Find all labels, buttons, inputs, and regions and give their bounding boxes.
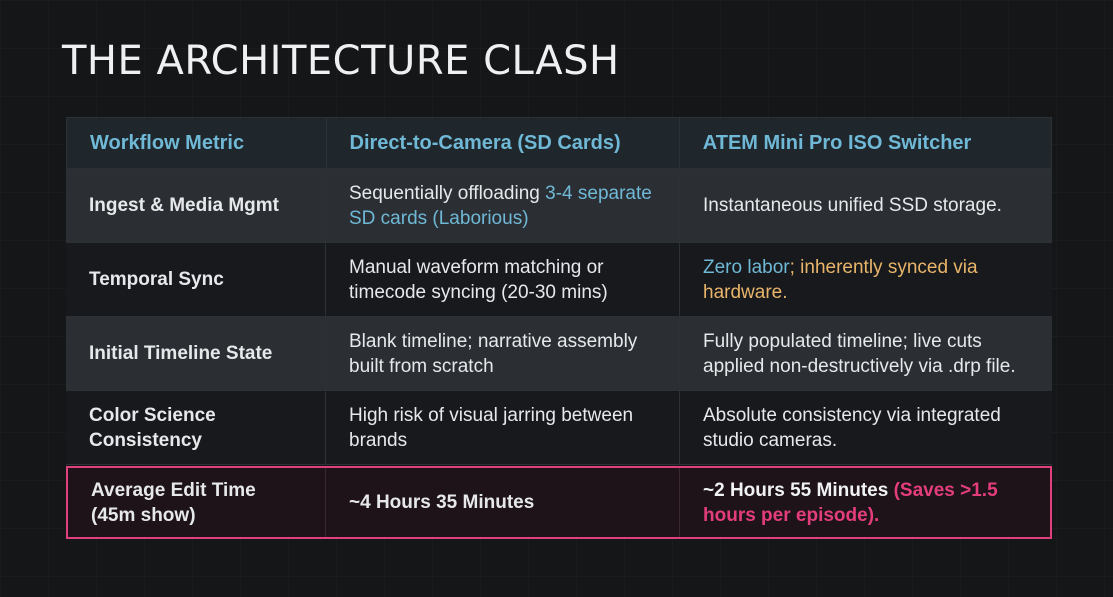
header-atem-switcher: ATEM Mini Pro ISO Switcher: [678, 118, 1051, 168]
metric-cell: Temporal Sync: [89, 269, 224, 290]
metric-cell: Color Science Consistency: [89, 404, 216, 451]
atem-cell: Absolute consistency via integrated stud…: [679, 391, 1052, 464]
page-title: THE ARCHITECTURE CLASH: [62, 38, 620, 84]
highlighted-table-row: Average Edit Time (45m show) ~4 Hours 35…: [66, 466, 1052, 539]
metric-cell: Average Edit Time (45m show): [91, 479, 256, 526]
metric-cell: Initial Timeline State: [89, 343, 273, 364]
atem-text: ; inherently synced via hardware.: [703, 256, 978, 303]
table-row: Temporal Sync Manual waveform matching o…: [66, 243, 1052, 317]
atem-text: ~2 Hours 55 Minutes: [703, 479, 894, 501]
direct-text-highlight: 3-4 separate SD cards (Laborious): [349, 182, 652, 229]
metric-cell: Ingest & Media Mgmt: [89, 195, 280, 216]
direct-cell: High risk of visual jarring between bran…: [325, 391, 679, 464]
comparison-table: Workflow Metric Direct-to-Camera (SD Car…: [66, 117, 1052, 539]
direct-cell: Sequentially offloading 3-4 separate SD …: [325, 169, 679, 242]
header-direct-to-camera: Direct-to-Camera (SD Cards): [325, 118, 679, 168]
table-row: Ingest & Media Mgmt Sequentially offload…: [66, 169, 1052, 243]
table-row: Color Science Consistency High risk of v…: [66, 391, 1052, 465]
direct-cell: ~4 Hours 35 Minutes: [325, 468, 679, 537]
direct-cell: Manual waveform matching or timecode syn…: [325, 243, 679, 316]
direct-cell: Blank timeline; narrative assembly built…: [325, 317, 679, 390]
atem-cell: Instantaneous unified SSD storage.: [679, 169, 1052, 242]
direct-text: Sequentially offloading: [349, 182, 546, 204]
table-header-row: Workflow Metric Direct-to-Camera (SD Car…: [66, 117, 1052, 169]
atem-cell: Fully populated timeline; live cuts appl…: [679, 317, 1052, 390]
table-row: Initial Timeline State Blank timeline; n…: [66, 317, 1052, 391]
atem-text-highlight: Zero labor: [703, 256, 790, 278]
header-workflow-metric: Workflow Metric: [90, 131, 245, 154]
atem-cell: ~2 Hours 55 Minutes (Saves >1.5 hours pe…: [679, 468, 1050, 537]
atem-text-highlight: (Saves >1.5 hours per episode).: [703, 479, 998, 526]
atem-cell: Zero labor; inherently synced via hardwa…: [679, 243, 1052, 316]
